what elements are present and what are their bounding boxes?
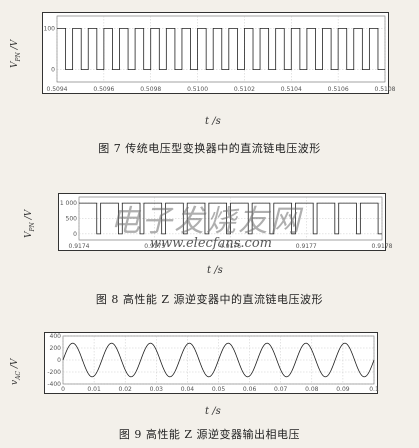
x-tick-label: 0.06: [243, 386, 257, 393]
y-tick-label: 0: [51, 67, 55, 74]
fig9-svg: 0 0.01 0.02 0.03 0.04 0.05 0.06 0.07 0.08 0.09 0.1…: [47, 333, 379, 393]
x-tick-label: 0.04: [181, 386, 195, 393]
x-tick-label: 0.9177: [296, 243, 317, 250]
x-tick-label: 0.5106: [328, 86, 349, 93]
fig7-ylabel: VPN /V: [10, 39, 22, 68]
y-tick-label: 1 000: [60, 200, 77, 207]
y-tick-label: -200: [47, 369, 61, 376]
plot-area: [56, 15, 386, 83]
x-tick-label: 0.02: [119, 386, 133, 393]
x-tick-label: 0.07: [274, 386, 288, 393]
x-tick-label: 0.5100: [187, 86, 208, 93]
x-tick-label: 0.1: [369, 386, 379, 393]
y-tick-label: -400: [47, 381, 61, 388]
fig8-svg: 0.9174 0.9175 0.9176 0.9177 0.9178 1 000 500 0: [60, 196, 393, 250]
x-tick-label: 0.5108: [375, 86, 396, 93]
fig8-ylabel: VPN /V: [24, 209, 36, 238]
series-line: [62, 342, 375, 378]
x-tick-label: 0.01: [87, 386, 101, 393]
y-tick-label: 0: [73, 231, 77, 238]
x-tick-label: 0.03: [150, 386, 164, 393]
fig8-plot: 0.9174 0.9175 0.9176 0.9177 0.9178 1 000 500 0: [58, 193, 393, 251]
fig7-svg: 0.5094 0.5096 0.5098 0.5100 0.5102 0.5104 0.51…: [44, 15, 396, 93]
fig9-ylabel: vAC /V: [10, 358, 22, 385]
fig7-caption: 图 7 传统电压型变换器中的直流链电压波形: [98, 142, 321, 155]
x-tick-label: 0.5104: [281, 86, 302, 93]
x-tick-label: 0.5094: [47, 86, 68, 93]
x-tick-label: 0.05: [212, 386, 226, 393]
x-tick-label: 0.08: [305, 386, 319, 393]
fig8-caption: 图 8 高性能 Z 源逆变器中的直流链电压波形: [95, 293, 324, 306]
y-tick-label: 200: [50, 345, 62, 352]
fig7-plot: 0.5094 0.5096 0.5098 0.5100 0.5102 0.5104 0.51…: [42, 12, 396, 94]
x-tick-label: 0: [61, 386, 65, 393]
fig9-plot: 0 0.01 0.02 0.03 0.04 0.05 0.06 0.07 0.08 0.09 0.1…: [44, 332, 379, 394]
x-tick-label: 0.9176: [220, 243, 241, 250]
y-tick-label: 100: [44, 25, 56, 32]
fig8-xlabel: t /s: [207, 265, 223, 276]
x-tick-label: 0.9178: [372, 243, 393, 250]
y-tick-label: 400: [50, 333, 62, 340]
x-tick-label: 0.9175: [144, 243, 165, 250]
x-tick-label: 0.5102: [234, 86, 255, 93]
y-tick-label: 500: [66, 216, 78, 223]
series-line: [57, 27, 385, 71]
fig9-caption: 图 9 高性能 Z 源逆变器输出相电压: [118, 428, 301, 441]
fig7-xlabel: t /s: [205, 116, 221, 127]
x-tick-label: 0.5096: [93, 86, 114, 93]
x-tick-label: 0.09: [336, 386, 350, 393]
watermark-title: 电子发烧友网: [110, 204, 302, 239]
x-tick-label: 0.9174: [69, 243, 90, 250]
series-line: [79, 202, 382, 235]
watermark-url: www.elecfans.com: [150, 236, 272, 251]
x-tick-label: 0.5098: [140, 86, 161, 93]
fig9-xlabel: t /s: [205, 406, 221, 417]
y-tick-label: 0: [57, 357, 61, 364]
